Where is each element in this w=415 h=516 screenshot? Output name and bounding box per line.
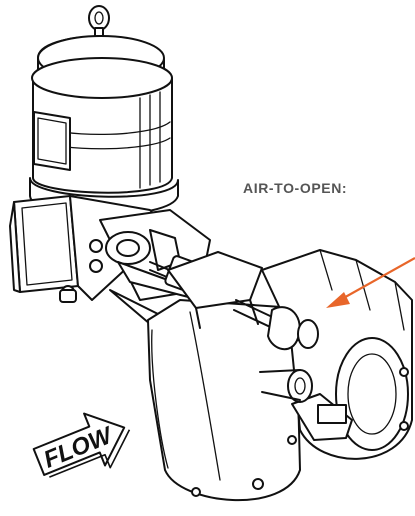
air-to-open-label: AIR-TO-OPEN: [243,180,347,196]
annotation-arrow [326,257,415,308]
yoke-housing [9,195,169,303]
valve-body [147,249,413,501]
arrow-right-icon: FLOW [32,412,131,478]
actuator-assembly [29,5,179,216]
